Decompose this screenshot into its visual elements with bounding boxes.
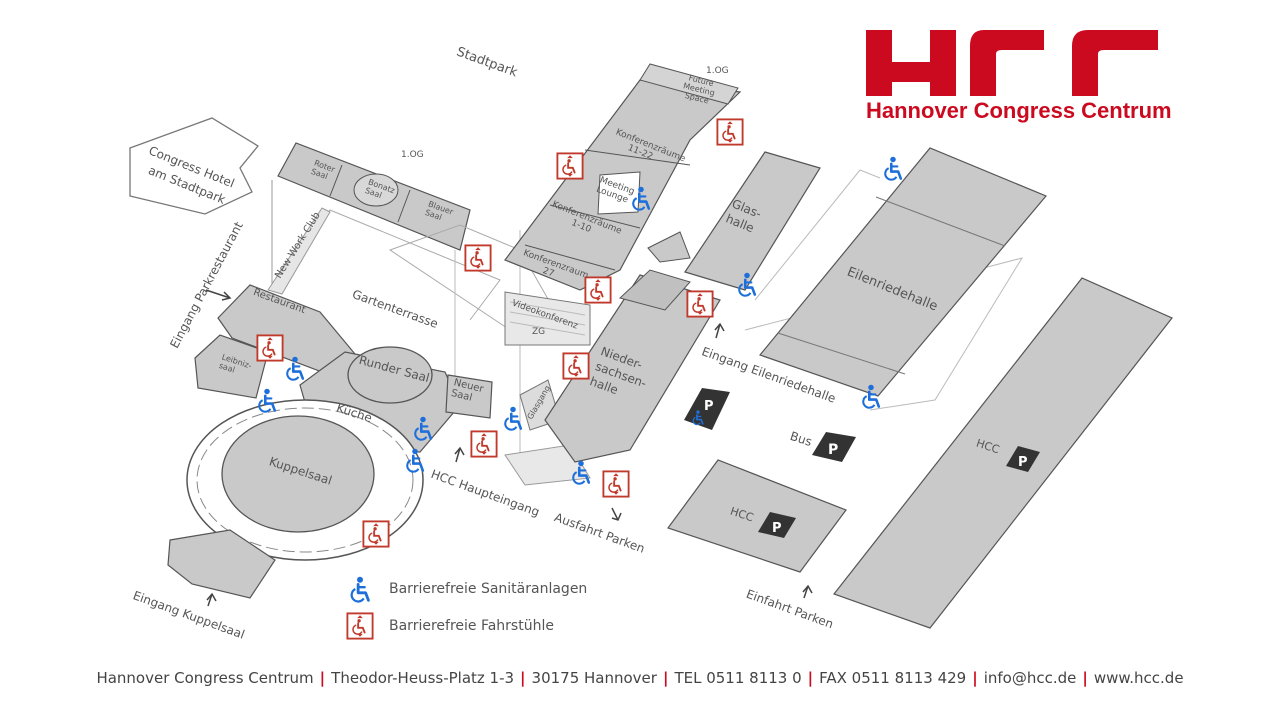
footer-address: Theodor-Heuss-Platz 1-3 xyxy=(331,669,515,687)
footer-tel: TEL 0511 8113 0 xyxy=(674,669,802,687)
bus-parking-sign: P xyxy=(812,432,856,462)
arrow-haupteingang xyxy=(454,446,465,463)
footer-name: Hannover Congress Centrum xyxy=(96,669,314,687)
new-work-club-strip xyxy=(267,207,331,295)
legend-fahrstuehle: Barrierefreie Fahrstühle xyxy=(389,618,554,634)
legend-elevator-icon xyxy=(346,612,374,640)
kuppelsaal-hall xyxy=(221,415,375,533)
kuppelsaal-entrance xyxy=(167,529,276,599)
legend-sanitaer: Barrierefreie Sanitäranlagen xyxy=(389,581,588,597)
eilenriedehalle xyxy=(758,147,1047,397)
leibniz-saal xyxy=(194,334,269,399)
footer-contact: Hannover Congress Centrum|Theodor-Heuss-… xyxy=(96,669,1184,687)
disabled-parking-sign: P xyxy=(684,388,730,430)
arrow-ausfahrt xyxy=(611,507,622,521)
label-og-1b: 1.OG xyxy=(706,66,729,76)
label-zg: ZG xyxy=(532,327,546,337)
arrow-parkrestaurant xyxy=(205,289,232,301)
legend-wheelchair-icon xyxy=(350,576,370,603)
glashalle xyxy=(684,151,821,291)
footer-city: 30175 Hannover xyxy=(531,669,657,687)
svg-text:P: P xyxy=(1018,455,1028,470)
runder-saal-shape xyxy=(347,346,433,404)
hcc-parking-sign-2: P xyxy=(1006,446,1040,472)
arrow-einfahrt xyxy=(802,584,813,599)
hcc-logo-mark xyxy=(866,30,1158,96)
footer-email-link[interactable]: info@hcc.de xyxy=(983,669,1077,687)
arrow-eilenriede xyxy=(714,322,725,339)
parking-house-right xyxy=(833,277,1173,629)
parking-house-center xyxy=(667,459,847,573)
hotel-building xyxy=(129,117,259,215)
label-og-1a: 1.OG xyxy=(401,150,424,160)
footer-web-link[interactable]: www.hcc.de xyxy=(1093,669,1184,687)
hcc-parking-sign-1: P xyxy=(758,512,796,538)
footer-fax: FAX 0511 8113 429 xyxy=(819,669,967,687)
brand-name: Hannover Congress Centrum xyxy=(866,98,1172,123)
svg-text:P: P xyxy=(704,399,714,414)
svg-text:P: P xyxy=(828,442,838,458)
arrow-kuppelsaal xyxy=(206,592,217,607)
svg-text:P: P xyxy=(772,521,782,536)
neuer-saal xyxy=(445,374,493,419)
